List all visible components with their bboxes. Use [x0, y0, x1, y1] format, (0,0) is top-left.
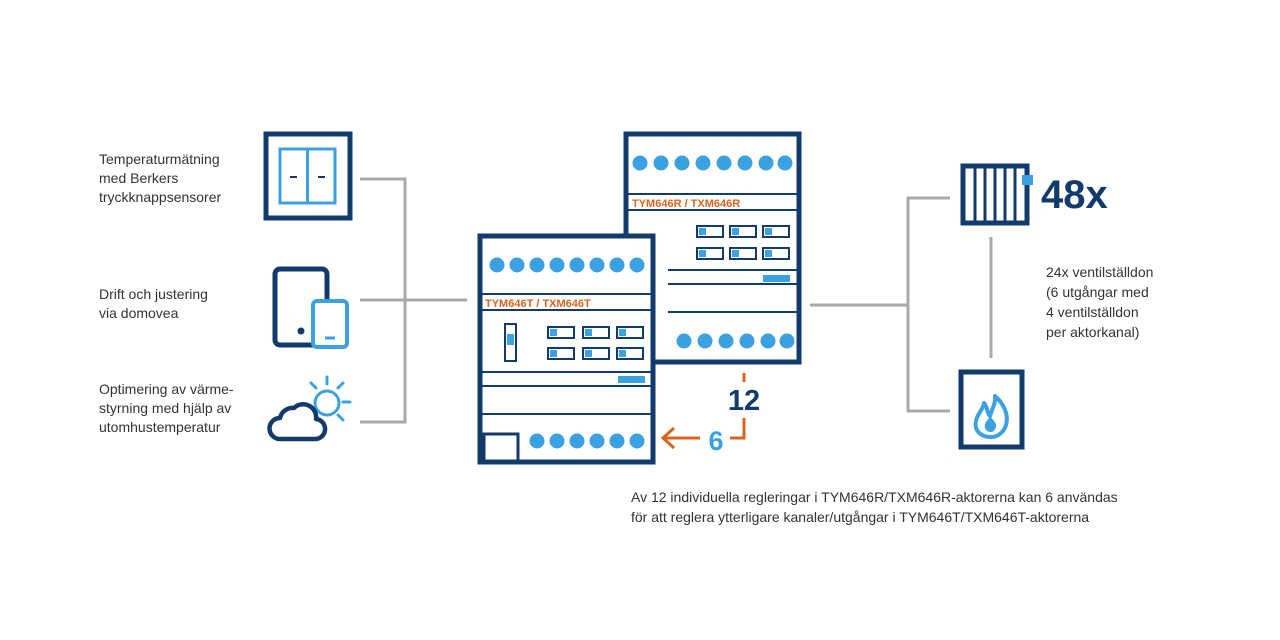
weather-label: Optimering av värme-styrning med hjälp a… — [99, 381, 234, 435]
actuator-tym646t: TYM646T / TXM646T — [477, 233, 656, 465]
connection-arrow: 12 6 — [660, 373, 764, 456]
actuator-front-label: TYM646T / TXM646T — [485, 298, 591, 310]
radiator-icon — [960, 163, 1033, 226]
pushbutton-sensor-icon — [263, 131, 353, 221]
tablet-phone-icon — [272, 266, 349, 349]
boiler-flame-icon — [958, 369, 1025, 450]
right-connector-lines — [810, 196, 993, 413]
count-12: 12 — [728, 385, 760, 417]
weather-cloud-sun-icon — [267, 375, 352, 442]
left-connector-lines — [360, 177, 467, 424]
multiplier-48x: 48x — [1041, 173, 1108, 217]
caption: Av 12 individuella regleringar i TYM646R… — [631, 489, 1118, 525]
count-6: 6 — [708, 426, 723, 456]
actuator-back-label: TYM646R / TXM646R — [632, 198, 740, 210]
